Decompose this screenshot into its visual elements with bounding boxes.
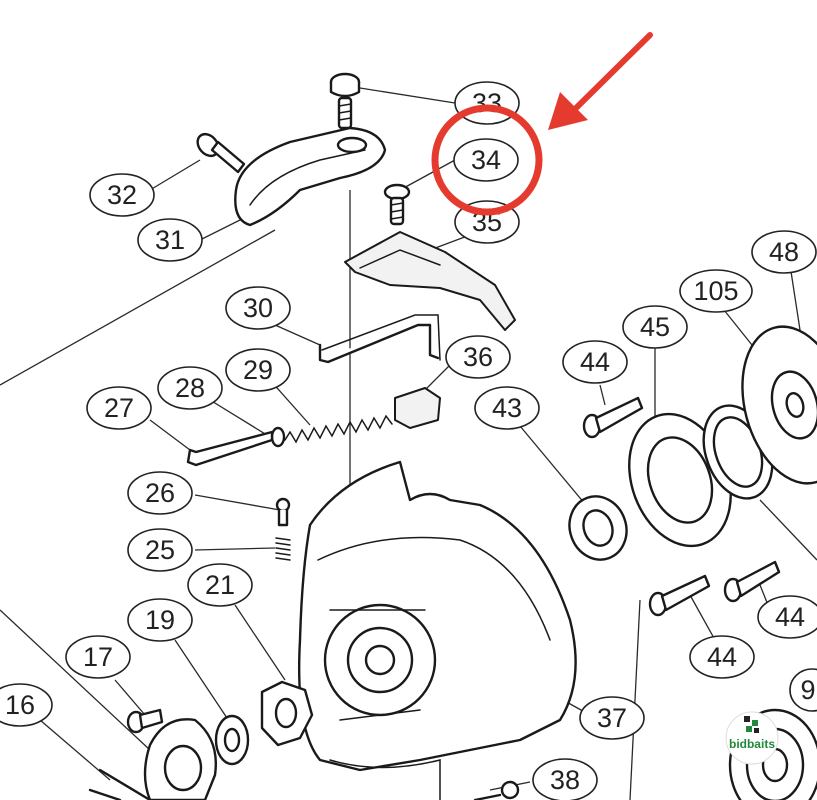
callout-19: 19	[127, 598, 193, 642]
svg-text:105: 105	[693, 276, 738, 306]
svg-text:30: 30	[243, 293, 273, 323]
callout-16: 16	[0, 683, 53, 727]
svg-text:19: 19	[145, 605, 175, 635]
part-44-screw-top	[582, 396, 644, 439]
callout-31: 31	[137, 218, 203, 262]
part-16-knob	[88, 718, 217, 800]
svg-text:28: 28	[175, 373, 205, 403]
callout-28: 28	[157, 366, 223, 410]
callout-26: 26	[127, 471, 193, 515]
highlight-circle	[431, 104, 543, 216]
svg-text:26: 26	[145, 478, 175, 508]
part-33-screw	[329, 72, 361, 130]
callout-44-bottom-right: 44	[757, 595, 817, 639]
svg-text:29: 29	[243, 355, 273, 385]
callout-32: 32	[89, 173, 155, 217]
part-36-block	[394, 387, 441, 429]
svg-text:32: 32	[107, 180, 137, 210]
svg-text:25: 25	[145, 535, 175, 565]
svg-text:48: 48	[769, 237, 799, 267]
bidbaits-logo: bidbaits	[725, 711, 779, 765]
callout-9: 9	[789, 668, 817, 712]
svg-text:33: 33	[472, 88, 502, 118]
callout-34: 34	[453, 138, 519, 182]
svg-text:17: 17	[83, 642, 113, 672]
svg-text:36: 36	[463, 342, 493, 372]
part-30-wire	[318, 314, 441, 364]
part-35-plate	[344, 231, 516, 331]
construction-lines	[0, 190, 817, 800]
svg-text:44: 44	[580, 347, 610, 377]
svg-text:bidbaits: bidbaits	[729, 737, 775, 751]
part-27-rod	[186, 430, 274, 467]
part-26-pin	[275, 497, 291, 527]
part-44-screw-bottom-right	[723, 560, 781, 603]
svg-text:43: 43	[492, 393, 522, 423]
callout-30: 30	[225, 286, 291, 330]
highlight-arrow	[548, 32, 653, 130]
part-48-cover	[741, 325, 817, 485]
svg-text:31: 31	[155, 225, 185, 255]
part-43-bearing	[568, 495, 628, 561]
svg-text:44: 44	[775, 602, 805, 632]
svg-text:38: 38	[550, 765, 580, 795]
callout-44-top: 44	[562, 340, 628, 384]
callout-44-bottom-left: 44	[689, 635, 755, 679]
part-19-washer	[214, 714, 250, 766]
callout-33: 33	[454, 81, 520, 125]
part-25-spring	[275, 537, 291, 561]
part-38-screw	[473, 780, 520, 800]
part-34-screw	[383, 183, 411, 226]
svg-text:9: 9	[800, 675, 815, 705]
callout-21: 21	[187, 563, 253, 607]
part-29-spring	[284, 414, 393, 444]
callout-27: 27	[86, 386, 152, 430]
part-37-body	[297, 460, 577, 800]
part-44-screw-bottom-left	[648, 574, 711, 617]
svg-text:34: 34	[471, 145, 501, 175]
part-32-screw	[196, 132, 246, 174]
callout-37: 37	[579, 696, 645, 740]
callout-25: 25	[127, 528, 193, 572]
callout-36: 36	[445, 335, 511, 379]
part-21-nut	[260, 680, 314, 747]
svg-text:27: 27	[104, 393, 134, 423]
callout-45: 45	[622, 305, 688, 349]
svg-text:44: 44	[707, 642, 737, 672]
callout-38: 38	[532, 758, 598, 800]
part-31-bail-support	[234, 126, 387, 227]
svg-text:37: 37	[597, 703, 627, 733]
svg-text:21: 21	[205, 570, 235, 600]
callout-29: 29	[225, 348, 291, 392]
callout-43: 43	[474, 386, 540, 430]
callout-48: 48	[751, 230, 817, 274]
svg-text:16: 16	[5, 690, 35, 720]
svg-text:45: 45	[640, 312, 670, 342]
callout-105: 105	[679, 269, 753, 313]
callout-17: 17	[65, 635, 131, 679]
part-28-ring	[270, 426, 286, 448]
part-17-screw	[126, 708, 164, 734]
